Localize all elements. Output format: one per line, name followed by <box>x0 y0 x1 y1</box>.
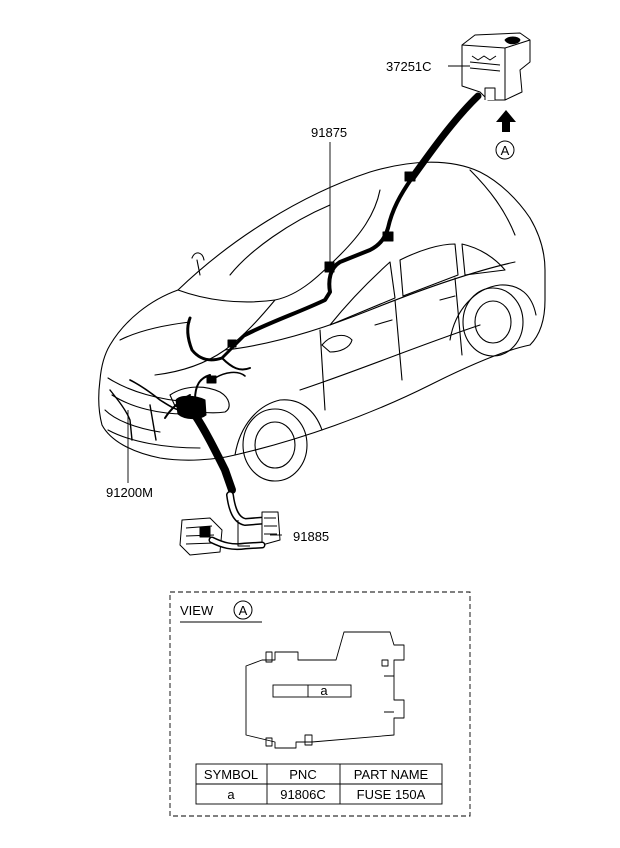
up-arrow-icon <box>496 110 516 132</box>
front-harness <box>109 316 251 494</box>
view-panel-marker <box>233 600 253 620</box>
car-outline <box>98 161 546 482</box>
connector-component <box>179 491 281 556</box>
fuse-box-component <box>461 32 531 101</box>
view-title: VIEW <box>180 603 214 618</box>
connector-part-label: 91885 <box>293 529 329 544</box>
table-cell-pnc: 91806C <box>280 787 326 802</box>
roof-harness-part-label: 91875 <box>311 125 347 140</box>
table-cell-part-name: FUSE 150A <box>357 787 426 802</box>
fuse-box-part-label: 37251C <box>386 59 432 74</box>
fuse-slot <box>272 684 352 698</box>
table-header-part-name: PART NAME <box>354 767 429 782</box>
table-cell-symbol: a <box>227 787 235 802</box>
roof-harness <box>243 92 482 337</box>
callout-leaders <box>127 65 470 536</box>
parts-table <box>195 763 443 805</box>
table-header-symbol: SYMBOL <box>204 767 258 782</box>
table-header-pnc: PNC <box>289 767 316 782</box>
front-harness-part-label: 91200M <box>106 485 153 500</box>
view-a-marker-text: A <box>501 143 510 158</box>
view-panel-marker-text: A <box>239 603 248 618</box>
fuse-box-top-view <box>245 631 405 749</box>
view-a-marker <box>495 140 515 160</box>
view-a-panel <box>169 591 471 817</box>
fuse-slot-label: a <box>320 683 328 698</box>
